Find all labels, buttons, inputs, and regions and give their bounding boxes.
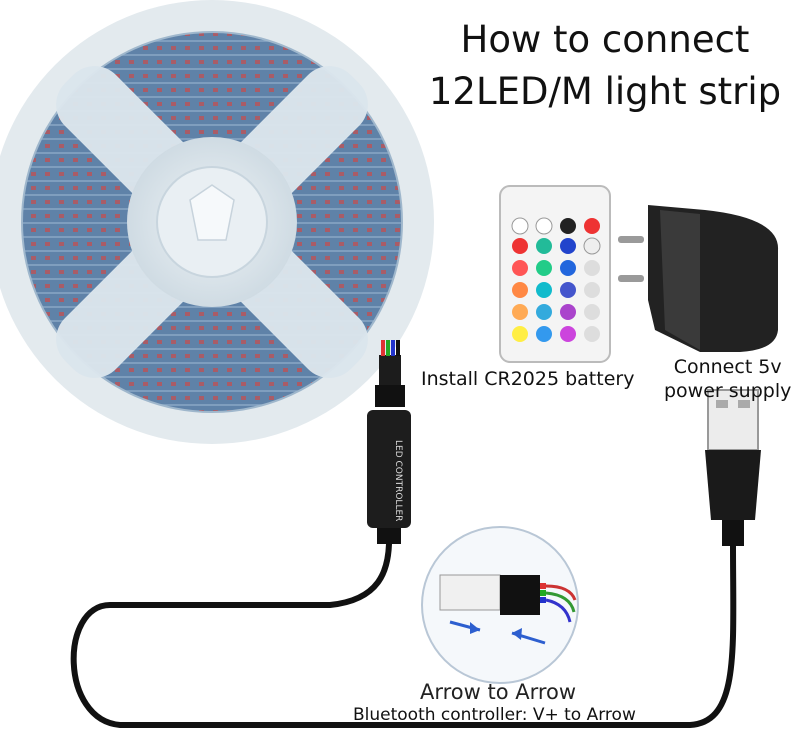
power-supply-label: Connect 5v power supply (664, 356, 791, 404)
usb-plug (705, 389, 761, 546)
connection-detail-inset (421, 526, 579, 684)
arrow-to-arrow-label: Arrow to Arrow (420, 680, 577, 704)
power-supply-label-line-2: power supply (664, 379, 792, 402)
remote-button-grid (511, 217, 601, 342)
power-supply-label-line-1: Connect 5v (673, 356, 782, 378)
led-strip-reel (0, 0, 434, 444)
power-adapter (618, 205, 779, 352)
controller-label: LED CONTROLLER (393, 440, 403, 521)
usb-cable (70, 541, 737, 728)
alignment-arrow-icon (449, 620, 546, 645)
title-line-2: 12LED/M light strip (428, 70, 782, 113)
strip-connector (375, 340, 405, 407)
title-line-1: How to connect (460, 18, 750, 61)
battery-label: Install CR2025 battery (421, 368, 635, 390)
bluetooth-controller-label: Bluetooth controller: V+ to Arrow (353, 705, 636, 725)
led-controller: LED CONTROLLER (367, 410, 411, 544)
ir-remote (499, 185, 611, 363)
